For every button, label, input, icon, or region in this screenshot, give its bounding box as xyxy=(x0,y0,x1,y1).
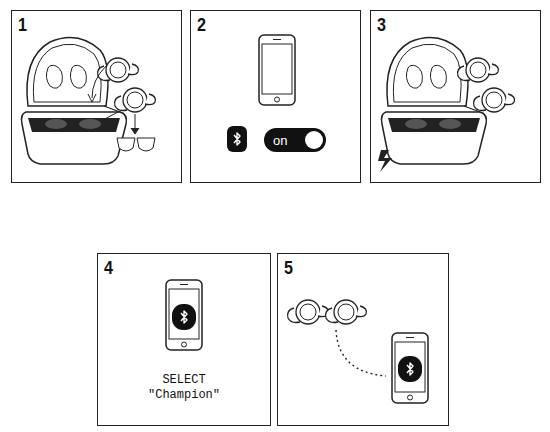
step-panel: 2 on xyxy=(190,10,361,183)
step-number: 3 xyxy=(377,14,386,36)
step-panel: 1 xyxy=(11,10,182,183)
step-number: 1 xyxy=(18,14,27,36)
step-number: 5 xyxy=(284,257,293,279)
toggle-switch: on xyxy=(264,128,326,152)
instruction-text: SELECT "Champion" xyxy=(138,373,230,403)
step-number: 2 xyxy=(197,14,206,36)
step-number: 4 xyxy=(104,257,113,279)
step-panel: 3 xyxy=(370,10,541,183)
switch-label: on xyxy=(273,133,287,148)
step-panel: 4SELECT "Champion" xyxy=(97,253,271,426)
step-panel: 5 xyxy=(277,253,449,426)
